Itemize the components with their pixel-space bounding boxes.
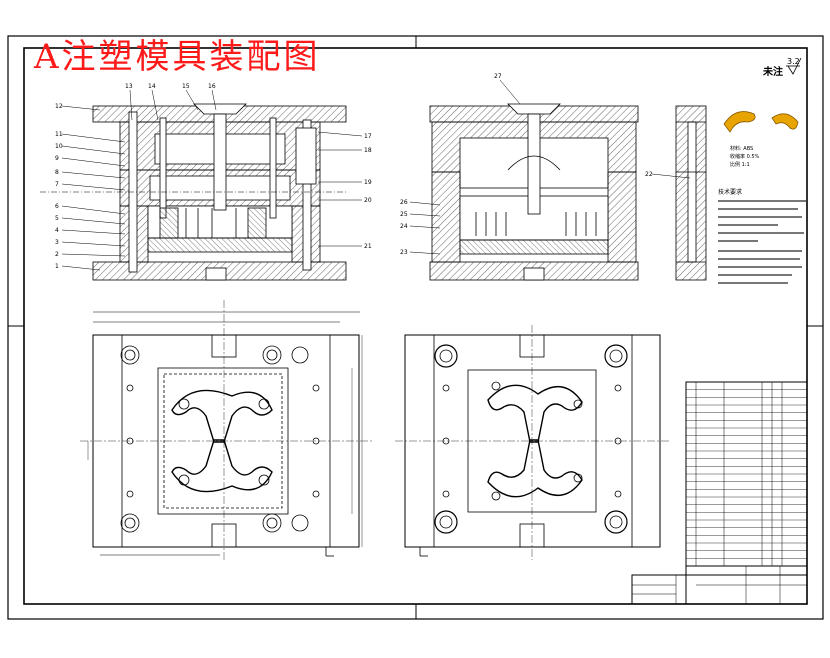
svg-text:技术要求: 技术要求 (718, 188, 742, 196)
title-block (631, 565, 808, 605)
svg-text:7: 7 (55, 181, 59, 188)
roughness-note: 未注 (763, 67, 783, 78)
svg-text:16: 16 (208, 83, 216, 90)
part-rendering (723, 111, 799, 133)
svg-text:19: 19 (364, 179, 372, 186)
bom-rows (686, 389, 807, 559)
svg-text:3: 3 (55, 239, 59, 246)
fixed-half-plan-view (395, 325, 670, 560)
svg-text:26: 26 (400, 199, 408, 206)
svg-text:25: 25 (400, 211, 408, 218)
roughness-value: 3.2 (787, 57, 800, 66)
front-section-view (40, 103, 347, 281)
svg-text:27: 27 (494, 73, 502, 80)
svg-text:2: 2 (55, 251, 59, 258)
svg-text:15: 15 (182, 83, 190, 90)
sheet-frame (7, 35, 824, 620)
side-section-view (429, 103, 639, 281)
svg-text:20: 20 (364, 197, 372, 204)
svg-text:8: 8 (55, 169, 59, 176)
svg-text:10: 10 (55, 143, 63, 150)
narrow-side-view: 22 (645, 105, 707, 281)
technical-notes: 材料: ABS 收缩率 0.5% 比例 1:1 技术要求 (718, 145, 806, 284)
bill-of-materials-table (685, 381, 808, 605)
side-view-annotations: 27 26 25 24 23 (400, 73, 521, 256)
svg-text:21: 21 (364, 243, 372, 250)
leader-lines-left (61, 89, 363, 271)
svg-text:收缩率 0.5%: 收缩率 0.5% (730, 153, 760, 160)
drawing-title: A注塑模具装配图 (34, 37, 321, 77)
svg-text:1: 1 (55, 263, 59, 270)
svg-text:4: 4 (55, 227, 59, 234)
svg-text:18: 18 (364, 147, 372, 154)
svg-text:9: 9 (55, 155, 59, 162)
svg-text:6: 6 (55, 203, 59, 210)
svg-text:11: 11 (55, 131, 63, 138)
svg-text:14: 14 (148, 83, 156, 90)
svg-text:12: 12 (55, 103, 63, 110)
svg-text:17: 17 (364, 133, 372, 140)
moving-half-plan-view (80, 300, 372, 560)
svg-text:比例 1:1: 比例 1:1 (730, 161, 750, 168)
roughness-symbol (786, 57, 802, 75)
svg-text:13: 13 (125, 83, 133, 90)
svg-text:5: 5 (55, 215, 59, 222)
svg-text:23: 23 (400, 249, 408, 256)
svg-text:材料: ABS: 材料: ABS (730, 145, 753, 152)
svg-text:22: 22 (645, 171, 653, 178)
svg-text:24: 24 (400, 223, 408, 230)
